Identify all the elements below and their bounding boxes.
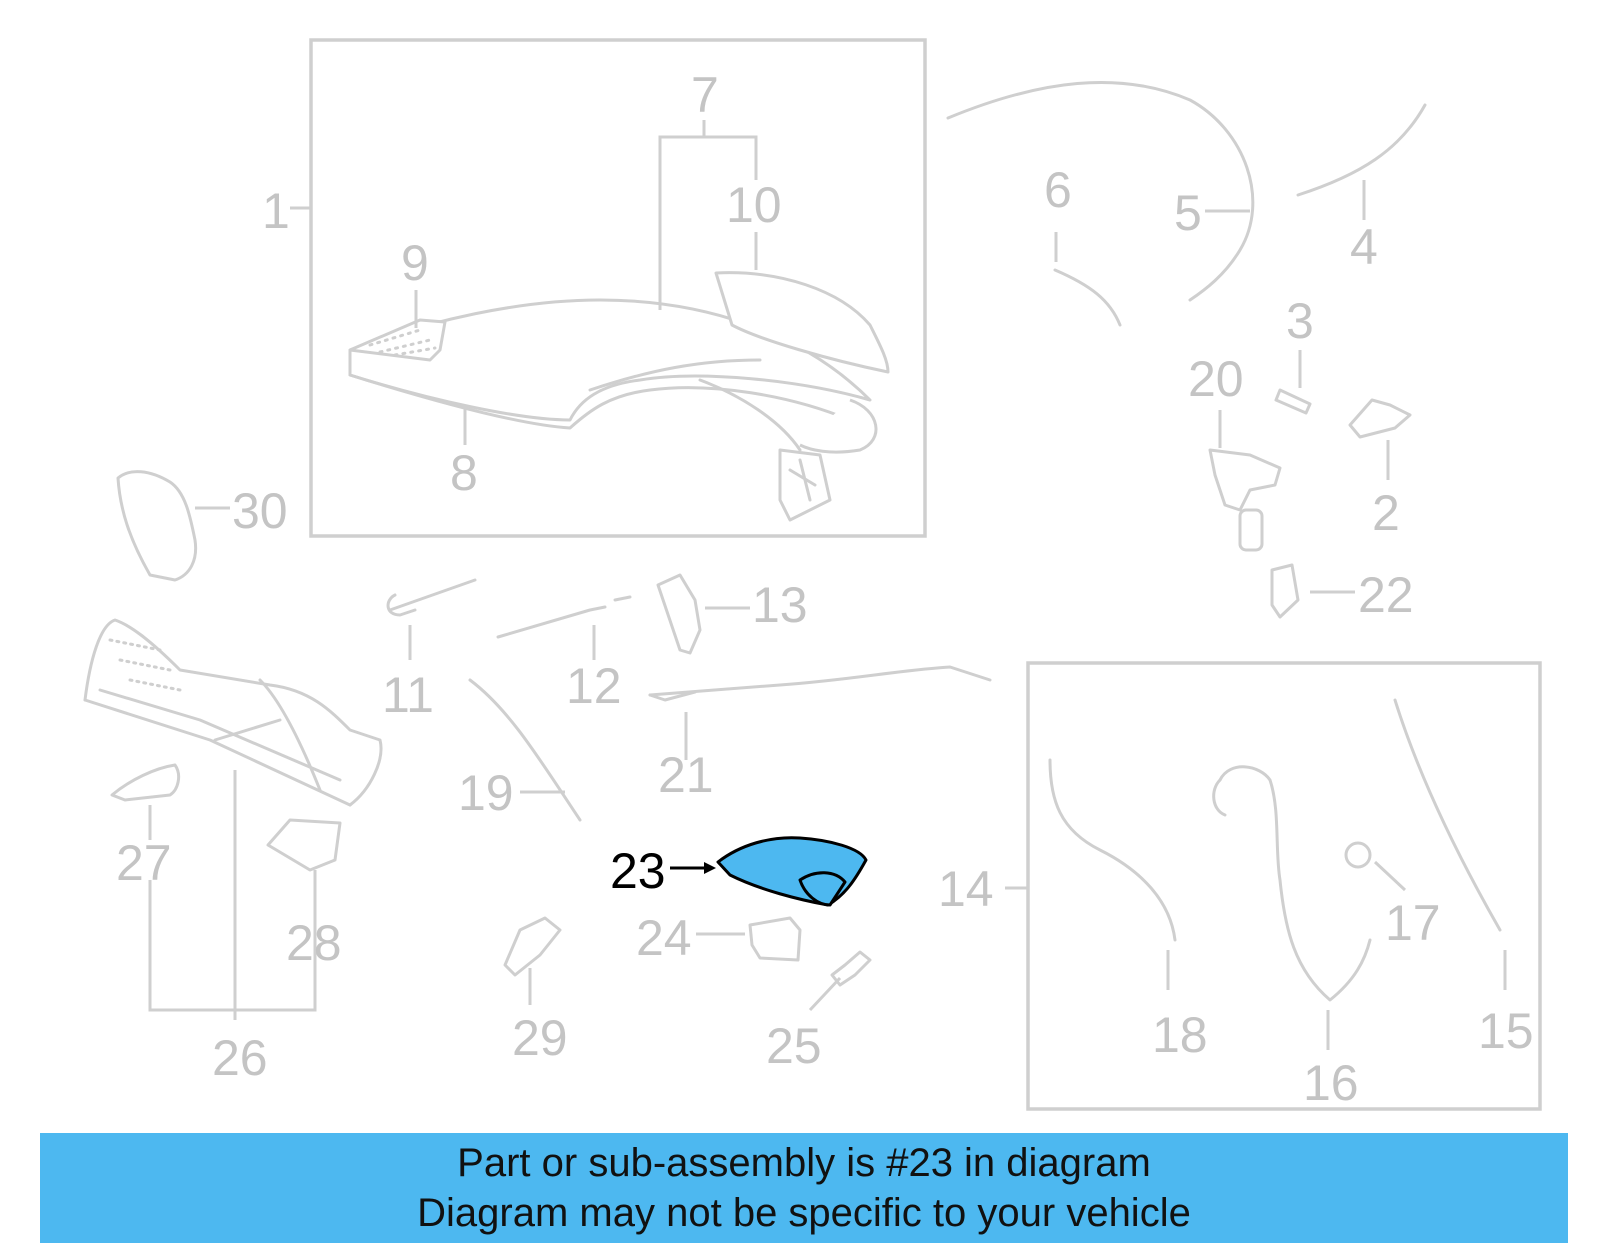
callout-17: 17 [1385, 895, 1441, 951]
block-part-22 [1270, 563, 1300, 619]
roof-seal [946, 80, 1255, 302]
rear-window [714, 271, 890, 374]
roof-liner-mesh [348, 318, 447, 362]
callout-24: 24 [636, 910, 692, 966]
callout-7: 7 [691, 67, 719, 123]
callout-27: 27 [116, 835, 172, 891]
callout-18: 18 [1152, 1007, 1208, 1063]
side-seal [1296, 103, 1427, 197]
strip-part-19 [468, 678, 582, 822]
callout-29: 29 [512, 1010, 568, 1066]
cable-part-18 [1048, 758, 1177, 942]
callout-16: 16 [1303, 1055, 1359, 1111]
callout-10: 10 [726, 177, 782, 233]
callout-15: 15 [1478, 1003, 1534, 1059]
callout-11: 11 [382, 667, 434, 723]
rod-part-12 [496, 595, 632, 639]
frame-part-26 [83, 618, 383, 807]
callout-13: 13 [752, 577, 808, 633]
callout-19: 19 [458, 765, 514, 821]
callout-9: 9 [401, 235, 429, 291]
bracket-part-24 [748, 916, 802, 962]
callout-leaders [148, 120, 1507, 1050]
fastener-part-25 [830, 950, 872, 987]
callout-3: 3 [1286, 293, 1314, 349]
pin-part-3 [1274, 388, 1312, 415]
highlighted-part-23[interactable] [716, 836, 868, 907]
callout-1: 1 [262, 183, 290, 239]
bracket-part-29 [503, 916, 562, 977]
callout-6: 6 [1044, 162, 1072, 218]
strip-part-15 [1393, 698, 1502, 932]
banner-line-disclaimer: Diagram may not be specific to your vehi… [417, 1191, 1191, 1235]
bracket-part-28 [266, 818, 342, 872]
bracket-part-2 [1348, 398, 1412, 439]
subassembly-box-14 [1026, 661, 1542, 1111]
pad-part-30 [116, 470, 198, 582]
info-banner: Part or sub-assembly is #23 in diagram D… [40, 1133, 1568, 1243]
latch-part-20 [1208, 448, 1282, 552]
rod-part-11 [386, 578, 477, 617]
callout-22: 22 [1358, 567, 1414, 623]
subassembly-box-1 [309, 38, 927, 538]
callout-4: 4 [1350, 219, 1378, 275]
grommet-part-17 [1344, 841, 1372, 869]
callout-26: 26 [212, 1030, 268, 1086]
bracket-part-13 [656, 573, 702, 655]
callout-20: 20 [1188, 351, 1244, 407]
rod-part-21 [648, 665, 992, 697]
callout-25: 25 [766, 1018, 822, 1074]
callout-12: 12 [566, 658, 622, 714]
callout-23[interactable]: 23 [610, 843, 666, 899]
front-seal [1053, 268, 1122, 327]
harness-part-16 [1218, 765, 1372, 1002]
callout-30: 30 [232, 483, 288, 539]
callout-14: 14 [938, 861, 994, 917]
banner-line-part: Part or sub-assembly is #23 in diagram [457, 1141, 1151, 1185]
callout-21: 21 [658, 747, 714, 803]
bracket-part-27 [110, 763, 181, 802]
callout-28: 28 [286, 915, 342, 971]
parts-diagram: 1 2 3 4 5 6 7 8 9 10 11 12 13 14 15 16 1… [83, 38, 1542, 1111]
callout-5: 5 [1174, 185, 1202, 241]
callout-8: 8 [450, 445, 478, 501]
callout-2: 2 [1372, 485, 1400, 541]
